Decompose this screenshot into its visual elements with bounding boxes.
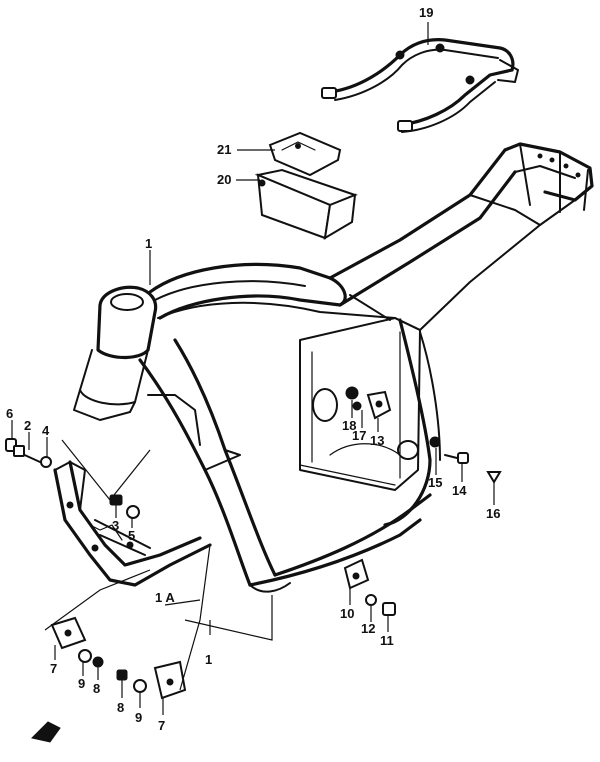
callout-1-top: 1 (145, 236, 152, 251)
callout-20: 20 (217, 172, 231, 187)
callout-10: 10 (340, 606, 354, 621)
callout-9-right: 9 (135, 710, 142, 725)
callout-1-bottom: 1 (205, 652, 212, 667)
callout-21: 21 (217, 142, 231, 157)
callout-6: 6 (6, 406, 13, 421)
leader-lines (11, 22, 495, 715)
callout-17: 17 (352, 428, 366, 443)
callout-3: 3 (112, 518, 119, 533)
callout-13: 13 (370, 433, 384, 448)
grab-bar-part-19 (321, 38, 519, 133)
tray-part-20 (254, 168, 358, 240)
callout-7-left: 7 (50, 661, 57, 676)
callout-16: 16 (486, 506, 500, 521)
callout-7-right: 7 (158, 718, 165, 733)
callout-8-right: 8 (117, 700, 124, 715)
callout-11: 11 (380, 633, 394, 648)
callout-12: 12 (361, 621, 375, 636)
callout-14: 14 (452, 483, 467, 498)
hardware-parts (5, 386, 502, 743)
callout-4: 4 (42, 423, 50, 438)
callout-19: 19 (419, 5, 433, 20)
callout-2: 2 (24, 418, 31, 433)
callout-5: 5 (128, 528, 135, 543)
cover-part-21 (268, 131, 342, 177)
callout-18: 18 (342, 418, 356, 433)
callout-8-left: 8 (93, 681, 100, 696)
callout-labels: 19 21 20 1 6 2 4 3 5 18 17 13 15 14 16 1… (6, 5, 500, 733)
main-frame (53, 142, 594, 593)
callout-15: 15 (428, 475, 442, 490)
callout-9-left: 9 (78, 676, 85, 691)
callout-1a: 1 A (155, 590, 175, 605)
